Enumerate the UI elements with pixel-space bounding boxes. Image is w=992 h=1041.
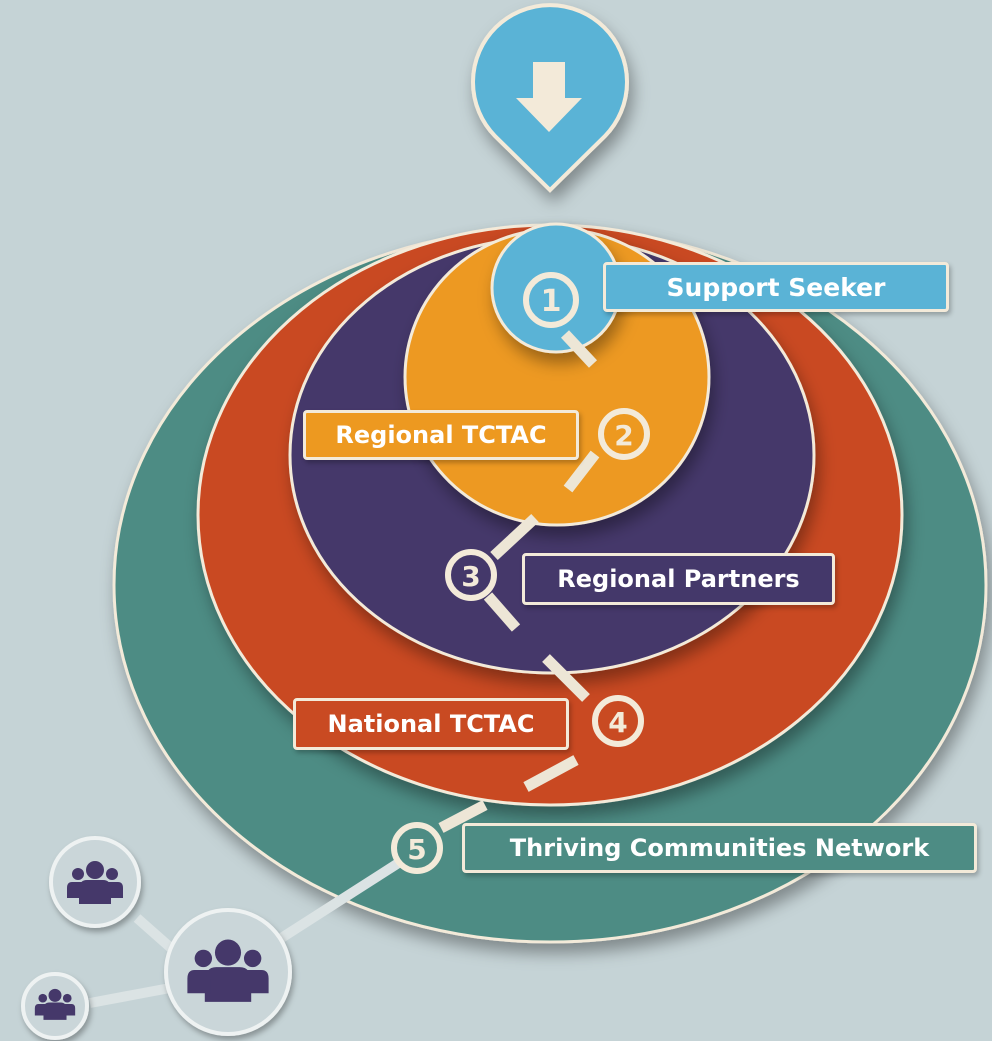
support-seeker-label-text: Support Seeker	[666, 272, 886, 302]
community-node-large	[164, 908, 292, 1036]
national-tctac-label: National TCTAC	[293, 698, 569, 750]
community-node-upper	[49, 836, 141, 928]
stage-number-1: 1	[541, 284, 562, 319]
regional-tctac-label-text: Regional TCTAC	[335, 421, 547, 449]
regional-partners-label: Regional Partners	[522, 553, 835, 605]
stage-number-4: 4	[608, 706, 627, 739]
stage-marker-5: 5	[391, 822, 443, 874]
stage-marker-3: 3	[445, 549, 497, 601]
network-label: Thriving Communities Network	[462, 823, 977, 873]
stage-marker-2: 2	[598, 408, 650, 460]
stage-marker-1: 1	[523, 272, 579, 328]
network-label-text: Thriving Communities Network	[509, 834, 930, 862]
stage-number-2: 2	[614, 419, 633, 452]
regional-partners-label-text: Regional Partners	[557, 565, 800, 593]
arrow-down-icon	[516, 62, 582, 132]
regional-tctac-label: Regional TCTAC	[303, 410, 579, 460]
national-tctac-label-text: National TCTAC	[327, 710, 535, 738]
stage-number-3: 3	[461, 560, 480, 593]
stage-marker-4: 4	[592, 695, 644, 747]
support-seeker-label: Support Seeker	[603, 262, 949, 312]
stage-number-5: 5	[407, 833, 426, 866]
community-node-lower	[21, 972, 89, 1040]
